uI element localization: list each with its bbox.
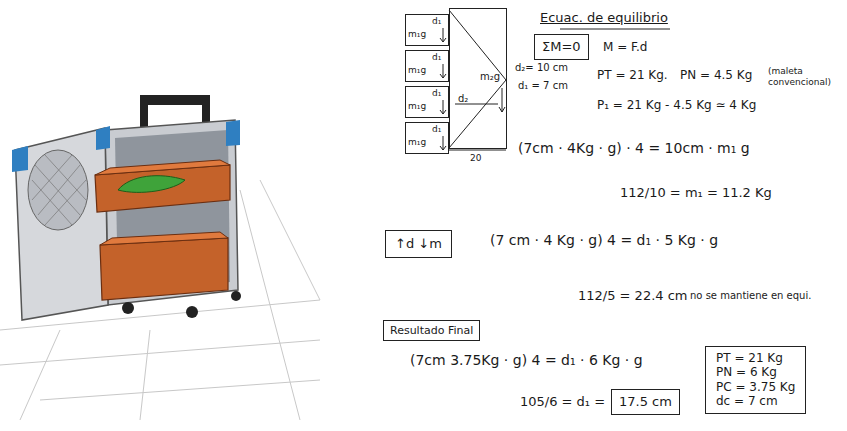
node-text: m₁g bbox=[408, 65, 426, 76]
node-text: d₂ bbox=[458, 93, 468, 105]
note-text: 112/10 = m₁ = 11.2 Kg bbox=[620, 185, 772, 201]
note-text: (7cm 3.75Kg · g) 4 = d₁ · 6 Kg · g bbox=[410, 352, 643, 369]
note-text: 112/5 = 22.4 cm bbox=[578, 288, 688, 304]
node-text: ↑d ↓m bbox=[395, 236, 442, 252]
boxed-heading: Resultado Final bbox=[383, 320, 480, 341]
node-text: 17.5 cm bbox=[619, 394, 672, 410]
sketch-shelf: m₁g d₁ bbox=[405, 86, 449, 118]
node-text: m₂g bbox=[480, 71, 500, 83]
sketch-frame: d₂ m₂g bbox=[449, 8, 507, 149]
note-text: PT = 21 Kg. bbox=[597, 68, 668, 82]
node-text: d₁ bbox=[432, 88, 441, 99]
node-text: PN = 6 Kg bbox=[716, 365, 795, 379]
summary-box: PT = 21 KgPN = 6 KgPC = 3.75 Kgdc = 7 cm bbox=[705, 346, 806, 414]
node-text: ΣM=0 bbox=[542, 39, 581, 55]
node-text: Resultado Final bbox=[390, 324, 473, 337]
node-text: m₁g bbox=[408, 101, 426, 112]
note-text: d₂= 10 cm bbox=[515, 62, 568, 74]
node-text: m₁g bbox=[408, 29, 426, 40]
note-text: 105/6 = d₁ = bbox=[520, 394, 605, 410]
note-text: (7 cm · 4 Kg · g) 4 = d₁ · 5 Kg · g bbox=[490, 232, 718, 249]
node-text: d₁ bbox=[432, 16, 441, 27]
note-text: d₁ = 7 cm bbox=[518, 80, 568, 92]
note-text: PN = 4.5 Kg bbox=[680, 68, 752, 82]
note-text: no se mantiene en equi. bbox=[690, 290, 811, 302]
node-text: d₁ bbox=[432, 124, 441, 135]
node-text: m₁g bbox=[408, 137, 426, 148]
node-text: PC = 3.75 Kg bbox=[716, 380, 795, 394]
note-text: (7cm · 4Kg · g) · 4 = 10cm · m₁ g bbox=[518, 140, 750, 157]
boxed-note: ↑d ↓m bbox=[385, 230, 452, 258]
boxed-equation: ΣM=0 bbox=[534, 34, 589, 60]
sketch-shelf: m₁g d₁ bbox=[405, 14, 449, 46]
note-text: P₁ = 21 Kg - 4.5 Kg ≃ 4 Kg bbox=[597, 98, 756, 112]
note-text: (maleta convencional) bbox=[768, 66, 844, 88]
node-text: PT = 21 Kg bbox=[716, 351, 795, 365]
heading: Ecuac. de equilibrio bbox=[540, 10, 668, 26]
sketch-shelf: m₁g d₁ bbox=[405, 50, 449, 82]
result-box: 17.5 cm bbox=[611, 389, 680, 415]
sketch-shelf: m₁g d₁ bbox=[405, 122, 449, 154]
note-text: M = F.d bbox=[603, 40, 647, 54]
note-text: 20 bbox=[470, 153, 481, 164]
node-text: dc = 7 cm bbox=[716, 394, 795, 408]
node-text: d₁ bbox=[432, 52, 441, 63]
